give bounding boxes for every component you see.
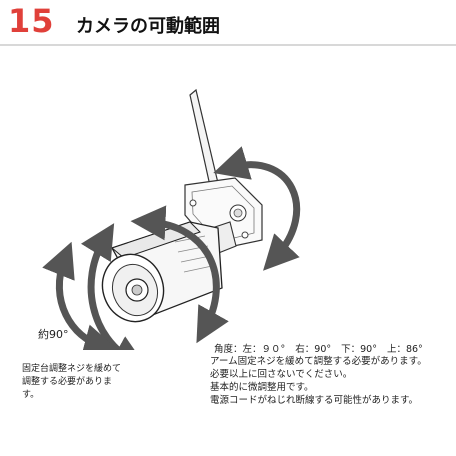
- page-number: 15: [8, 2, 55, 40]
- camera-body-icon: [101, 221, 223, 323]
- angle-left: 左：９０°: [242, 344, 286, 355]
- angle-prefix: 角度：: [214, 344, 243, 355]
- adjustment-notes: アーム固定ネジを緩めて調整する必要があります。 必要以上に回さないでください。 …: [210, 355, 427, 407]
- angle-down: 下：90°: [341, 344, 377, 355]
- angle-range: 角度：左：９０° 右：90° 下：90° 上：86°: [214, 341, 433, 355]
- camera-illustration: [42, 88, 301, 350]
- note-line: 電源コードがねじれ断線する可能性があります。: [210, 395, 419, 406]
- pan-arrow-front: [130, 205, 229, 344]
- angle-up: 上：86°: [386, 344, 423, 355]
- rotation-arrows: [42, 146, 301, 350]
- note-line: 必要以上に回さないでください。: [210, 369, 353, 380]
- pan-arrow-right: [213, 146, 301, 271]
- screw-adjust-note: 固定台調整ネジを緩めて調整する必要があります。: [22, 364, 122, 400]
- rotation-label: 約90°: [38, 328, 69, 341]
- header-divider: [0, 44, 456, 46]
- angle-right: 右：90°: [295, 344, 332, 355]
- page-title: カメラの可動範囲: [76, 16, 220, 37]
- note-line: 基本的に微調整用です。: [210, 382, 314, 393]
- note-line: アーム固定ネジを緩めて調整する必要があります。: [210, 356, 427, 367]
- tilt-arrow-outer: [42, 241, 119, 350]
